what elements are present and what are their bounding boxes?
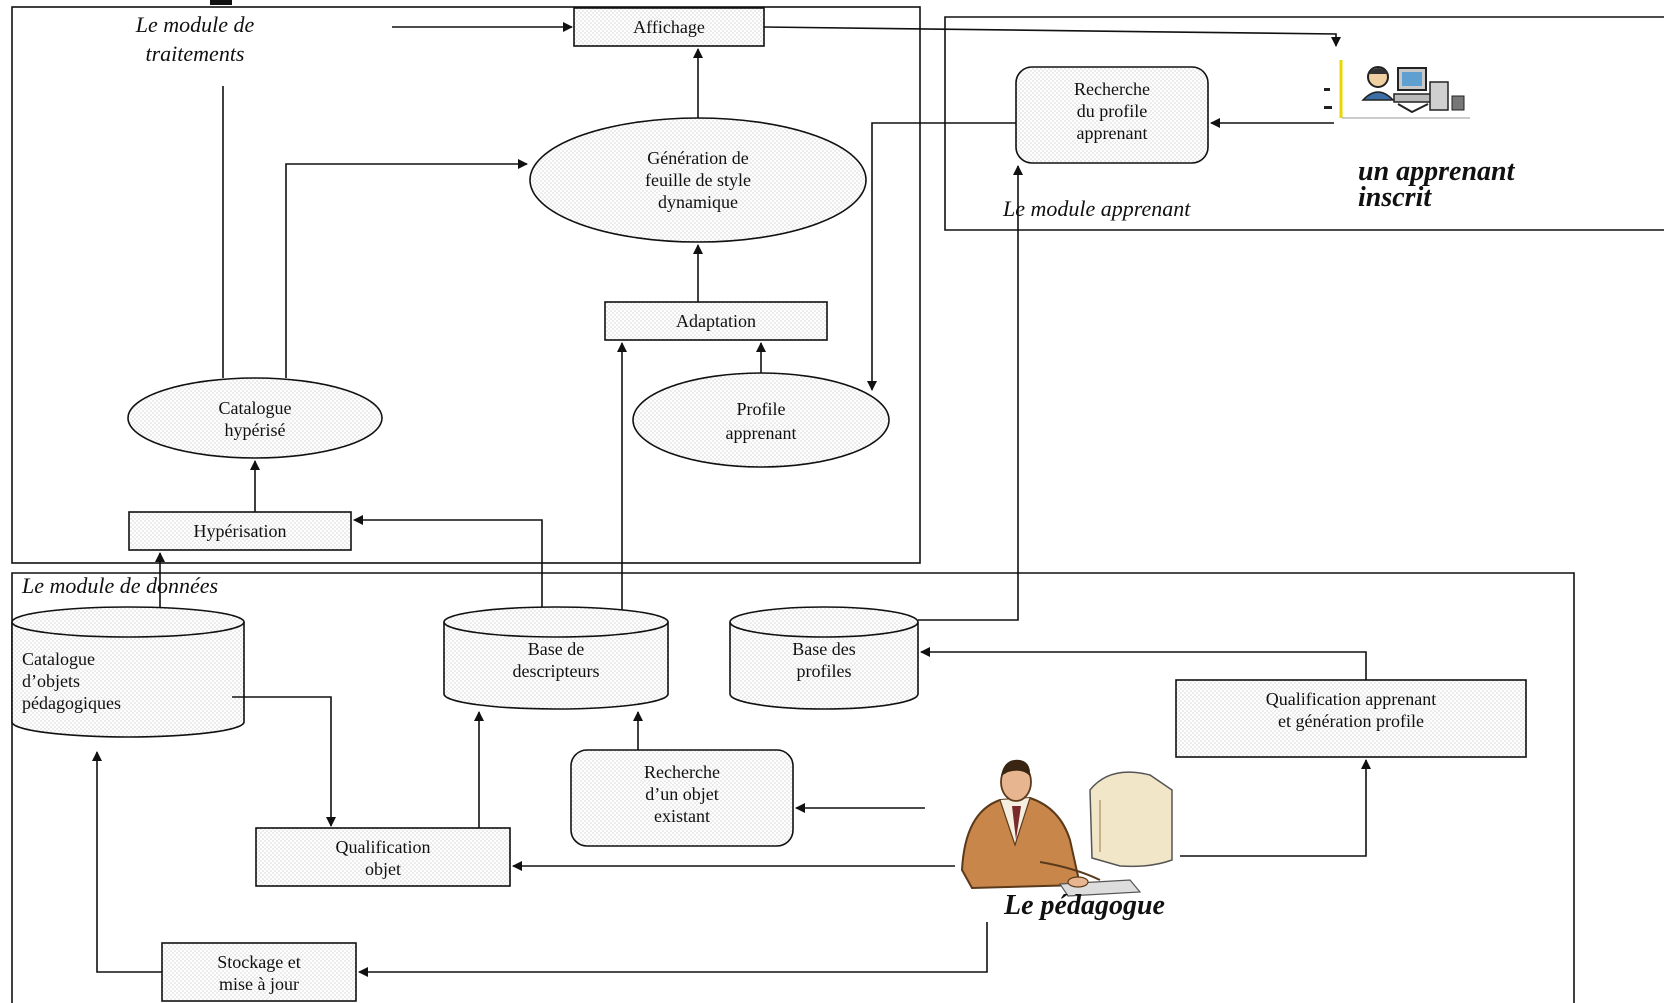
catalogue-hyperise-label-1: Catalogue <box>219 398 292 418</box>
base-profiles-label-1: Base des <box>792 639 855 659</box>
qualification-objet-label-2: objet <box>365 859 401 879</box>
arrow-descripteurs-hyperisation <box>353 515 543 607</box>
affichage-label: Affichage <box>633 17 705 37</box>
profile-apprenant-ellipse <box>632 372 890 468</box>
generation-label-1: Génération de <box>647 148 748 168</box>
module-traitements-frame <box>11 6 921 564</box>
recherche-objet-label-2: d’un objet <box>645 784 719 804</box>
qualification-apprenant-label-1: Qualification apprenant <box>1266 689 1436 709</box>
hyperisation-label: Hypérisation <box>194 521 287 541</box>
profile-apprenant-label-1: Profile <box>737 399 786 419</box>
arrow-recherche-profile <box>867 122 1016 391</box>
catalogue-objets-label-1: Catalogue <box>22 649 95 669</box>
catalogue-hyperise-ellipse <box>127 377 383 459</box>
generation-label-3: dynamique <box>658 192 738 212</box>
module-donnees-frame <box>11 572 1575 1003</box>
recherche-profile-box <box>1015 66 1209 164</box>
base-profiles-label-2: profiles <box>797 661 852 681</box>
recherche-profile-label-1: Recherche <box>1074 79 1150 99</box>
arrow-profiles-recherche <box>918 165 1023 621</box>
catalogue-hyperise-label-2: hypérisé <box>225 420 286 440</box>
module-apprenant-label: Le module apprenant <box>1002 196 1191 221</box>
module-traitements-label-1: Le module de <box>135 12 255 37</box>
base-descripteurs-label-1: Base de <box>528 639 584 659</box>
module-donnees-label: Le module de données <box>21 573 218 598</box>
stockage-label-1: Stockage et <box>217 952 300 972</box>
profile-apprenant-label-2: apprenant <box>726 423 797 443</box>
catalogue-objets-label-2: d’objets <box>22 671 80 691</box>
recherche-objet-label-3: existant <box>654 806 710 826</box>
base-descripteurs-cylinder <box>443 606 669 710</box>
arrow-catalogue-qualification <box>232 696 336 827</box>
stockage-box <box>161 942 357 1002</box>
arrow-affichage-learner <box>763 26 1341 47</box>
qualification-apprenant-label-2: et génération profile <box>1278 711 1424 731</box>
qualification-objet-label-1: Qualification <box>336 837 431 857</box>
base-descripteurs-label-2: descripteurs <box>513 661 600 681</box>
hyperisation-box <box>128 511 352 551</box>
arrow-stockage-catalogue <box>92 751 162 973</box>
learner-computer-icon <box>1324 60 1470 119</box>
qualification-apprenant-box <box>1175 679 1527 758</box>
arrow-qualification-profiles <box>920 647 1367 680</box>
teacher-computer-icon <box>960 759 1173 897</box>
learner-actor-label-2: inscrit <box>1358 182 1432 213</box>
generation-label-2: feuille de style <box>645 170 751 190</box>
adaptation-label: Adaptation <box>676 311 756 331</box>
recherche-profile-label-3: apprenant <box>1077 123 1148 143</box>
pedagogue-label: Le pédagogue <box>1003 890 1165 921</box>
module-traitements-label-2: traitements <box>146 41 245 66</box>
catalogue-objets-cylinder <box>11 606 245 738</box>
recherche-objet-box <box>570 749 794 847</box>
header-bar <box>210 0 232 5</box>
qualification-objet-box <box>255 827 511 887</box>
learner-actor-label-1: un apprenant <box>1358 156 1516 187</box>
base-profiles-cylinder <box>729 606 919 710</box>
adaptation-box <box>604 301 828 341</box>
recherche-objet-label-1: Recherche <box>644 762 720 782</box>
catalogue-objets-label-3: pédagogiques <box>22 693 121 713</box>
stockage-label-2: mise à jour <box>219 974 299 994</box>
arrow-pedagogue-qualapp <box>1180 759 1371 857</box>
arrow-pedagogue-stockage <box>358 922 988 977</box>
recherche-profile-label-2: du profile <box>1077 101 1147 121</box>
arrow-catalogue-generation <box>285 159 528 378</box>
